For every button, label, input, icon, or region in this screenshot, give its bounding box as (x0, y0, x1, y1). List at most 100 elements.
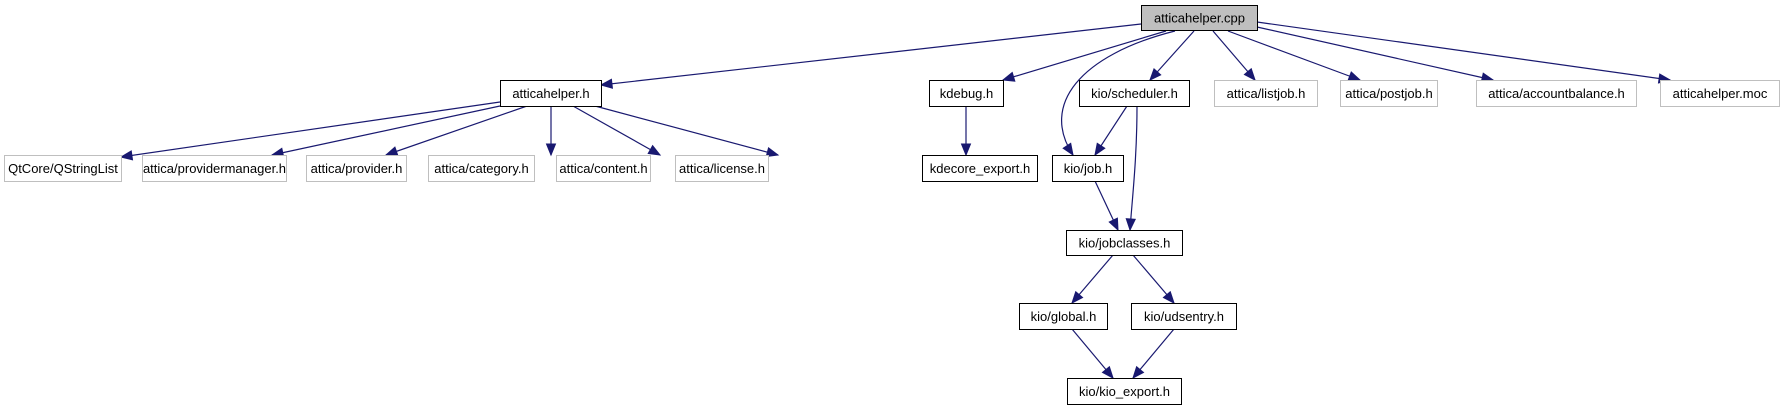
node-label: atticahelper.moc (1673, 86, 1768, 101)
node-label: attica/postjob.h (1345, 86, 1432, 101)
node-udsentry-h[interactable]: kio/udsentry.h (1131, 303, 1237, 330)
node-global-h[interactable]: kio/global.h (1019, 303, 1108, 330)
edge-atticahelper_h-to-provider_h (384, 105, 528, 157)
node-label: kio/global.h (1031, 309, 1097, 324)
node-license-h: attica/license.h (675, 155, 769, 182)
node-box (1476, 80, 1637, 107)
node-job-h[interactable]: kio/job.h (1052, 155, 1124, 182)
edge-arrowhead-icon (1101, 365, 1114, 380)
edge-arrowhead-icon (960, 143, 972, 157)
node-box (500, 80, 602, 107)
node-accountbalance-h: attica/accountbalance.h (1476, 80, 1637, 107)
edge-global_h-to-kio_export_h (1071, 328, 1114, 380)
nodes-layer: atticahelper.cpp atticahelper.h kdebug.h ki… (4, 5, 1780, 405)
edge-scheduler_h-to-jobclasses_h (1125, 105, 1138, 232)
node-box (1066, 230, 1183, 256)
edge-arrowhead-icon (545, 143, 557, 157)
edge-arrowhead-icon (765, 146, 780, 158)
node-label: attica/listjob.h (1227, 86, 1306, 101)
edge-atticahelper_h-to-qstringlist (119, 101, 501, 161)
edge-arrowhead-icon (1062, 142, 1074, 157)
edge-jobclasses_h-to-udsentry_h (1132, 254, 1175, 305)
node-postjob-h: attica/postjob.h (1340, 80, 1438, 107)
node-kdebug-h[interactable]: kdebug.h (929, 80, 1004, 107)
edge-arrowhead-icon (119, 150, 134, 161)
edge-line (271, 105, 501, 156)
edge-arrowhead-icon (1094, 142, 1106, 157)
node-box (1340, 80, 1438, 107)
node-root[interactable]: atticahelper.cpp (1141, 5, 1258, 31)
node-box (556, 155, 651, 182)
node-content-h: attica/content.h (556, 155, 651, 182)
node-jobclasses-h[interactable]: kio/jobclasses.h (1066, 230, 1183, 256)
node-label: atticahelper.cpp (1154, 11, 1245, 26)
node-box (1131, 303, 1237, 330)
node-scheduler-h[interactable]: kio/scheduler.h (1079, 80, 1190, 107)
edge-atticahelper_h-to-providermanager_h (270, 105, 501, 158)
edge-arrowhead-icon (1132, 365, 1145, 380)
node-category-h: attica/category.h (428, 155, 535, 182)
node-box (142, 155, 287, 182)
node-label: kio/jobclasses.h (1079, 236, 1171, 251)
node-label: attica/category.h (434, 161, 528, 176)
edge-arrowhead-icon (1125, 218, 1136, 232)
edge-root-to-scheduler_h (1149, 30, 1195, 81)
node-label: attica/provider.h (311, 161, 403, 176)
node-box (922, 155, 1038, 182)
node-label: kio/kio_export.h (1079, 384, 1170, 399)
edge-job_h-to-jobclasses_h (1094, 180, 1119, 232)
edge-jobclasses_h-to-global_h (1071, 254, 1114, 305)
node-label: kio/udsentry.h (1144, 309, 1224, 324)
edge-line (1129, 105, 1138, 231)
node-box (1214, 80, 1318, 107)
node-atticahelper-h[interactable]: atticahelper.h (500, 80, 602, 107)
edge-line (572, 105, 661, 156)
node-box (675, 155, 769, 182)
edge-root-to-kdebug_h (1001, 30, 1167, 82)
edge-root-to-job_h (1061, 30, 1176, 157)
edge-arrowhead-icon (1149, 67, 1162, 81)
node-box (929, 80, 1004, 107)
node-box (1660, 80, 1780, 107)
node-qstringlist: QtCore/QStringList (4, 155, 122, 182)
edge-arrowhead-icon (599, 78, 614, 89)
edge-arrowhead-icon (1108, 217, 1119, 232)
edge-atticahelper_h-to-license_h (594, 105, 780, 158)
node-box (1067, 378, 1182, 405)
node-label: atticahelper.h (512, 86, 589, 101)
node-box (1019, 303, 1108, 330)
node-label: kio/scheduler.h (1091, 86, 1178, 101)
node-providermanager-h: attica/providermanager.h (142, 155, 287, 182)
node-label: attica/accountbalance.h (1488, 86, 1625, 101)
node-box (428, 155, 535, 182)
node-label: attica/content.h (559, 161, 647, 176)
node-box (306, 155, 407, 182)
edge-root-to-listjob_h (1212, 30, 1256, 82)
edges-layer (119, 21, 1672, 380)
edge-kdebug_h-to-kdecore_export_h (960, 106, 972, 157)
edge-arrowhead-icon (384, 146, 399, 157)
edge-line (1061, 30, 1176, 156)
edge-arrowhead-icon (647, 144, 662, 156)
node-label: kio/job.h (1064, 161, 1112, 176)
node-label: attica/license.h (679, 161, 765, 176)
edge-arrowhead-icon (1001, 71, 1016, 82)
node-box (1079, 80, 1190, 107)
edge-atticahelper_h-to-category_h (545, 106, 557, 157)
node-label: attica/providermanager.h (143, 161, 286, 176)
edge-scheduler_h-to-job_h (1094, 105, 1128, 157)
node-kdecore-export-h[interactable]: kdecore_export.h (922, 155, 1038, 182)
node-label: kdecore_export.h (930, 161, 1030, 176)
edge-arrowhead-icon (1243, 67, 1256, 82)
node-listjob-h: attica/listjob.h (1214, 80, 1318, 107)
edge-udsentry_h-to-kio_export_h (1132, 328, 1175, 380)
node-kio-export-h[interactable]: kio/kio_export.h (1067, 378, 1182, 405)
edge-line (385, 105, 528, 156)
edge-root-to-postjob_h (1227, 30, 1362, 81)
node-label: kdebug.h (940, 86, 994, 101)
node-box (1052, 155, 1124, 182)
edge-line (594, 105, 779, 156)
node-provider-h: attica/provider.h (306, 155, 407, 182)
edge-line (120, 101, 501, 158)
